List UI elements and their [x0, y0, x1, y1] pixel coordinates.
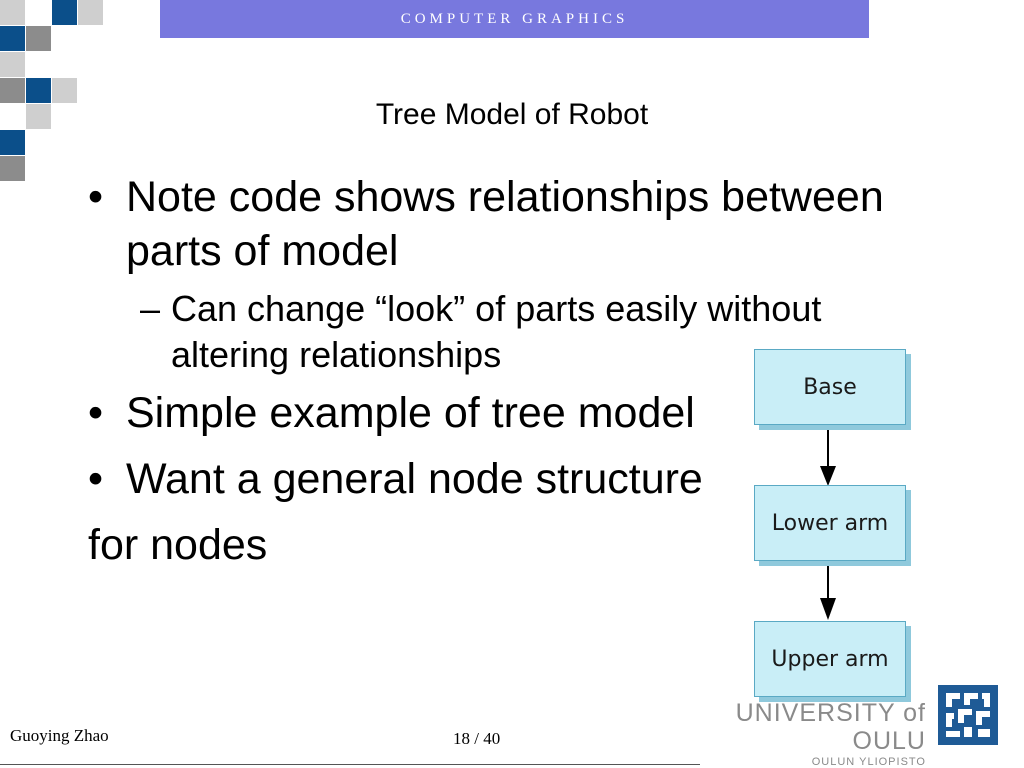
- bullet-text: Want a general node structure: [126, 455, 703, 503]
- header-label: COMPUTER GRAPHICS: [400, 10, 629, 27]
- slide-content: • Note code shows relationships between …: [88, 170, 948, 572]
- university-wordmark: UNIVERSITY of OULU OULUN YLIOPISTO: [672, 699, 926, 768]
- slide-title: Tree Model of Robot: [375, 98, 649, 131]
- bullet-item: • Want a general node structure: [88, 452, 948, 506]
- university-name: UNIVERSITY of OULU: [735, 699, 926, 755]
- bullet-text: Simple example of tree model: [126, 389, 695, 437]
- diagram-arrows: [820, 422, 836, 620]
- bullet-item: • Simple example of tree model: [88, 386, 948, 440]
- university-subname: OULUN YLIOPISTO: [811, 756, 926, 768]
- footer-divider: [0, 764, 700, 765]
- tree-node-upper-arm: Upper arm: [754, 621, 906, 697]
- sub-bullet-dash: –: [140, 288, 161, 329]
- header-bar: COMPUTER GRAPHICS: [160, 0, 869, 38]
- bullet-dot: •: [88, 173, 104, 221]
- bullet-dot: •: [88, 455, 104, 503]
- corner-checker-decoration: [0, 0, 103, 181]
- tree-node-lower-arm: Lower arm: [754, 485, 906, 561]
- bullet-text: Note code shows relationships between pa…: [126, 173, 884, 275]
- university-logo-icon: [938, 685, 998, 745]
- footer-page-number: 18 / 40: [453, 729, 501, 748]
- bullet-item: • Note code shows relationships between …: [88, 170, 986, 278]
- footer-author: Guoying Zhao: [10, 726, 109, 745]
- sub-bullet-item: – Can change “look” of parts easily with…: [88, 286, 911, 378]
- tree-node-base: Base: [754, 349, 906, 425]
- sub-bullet-text: Can change “look” of parts easily withou…: [171, 288, 822, 375]
- bullet-dot: •: [88, 389, 104, 437]
- continuation-text: for nodes: [88, 521, 268, 569]
